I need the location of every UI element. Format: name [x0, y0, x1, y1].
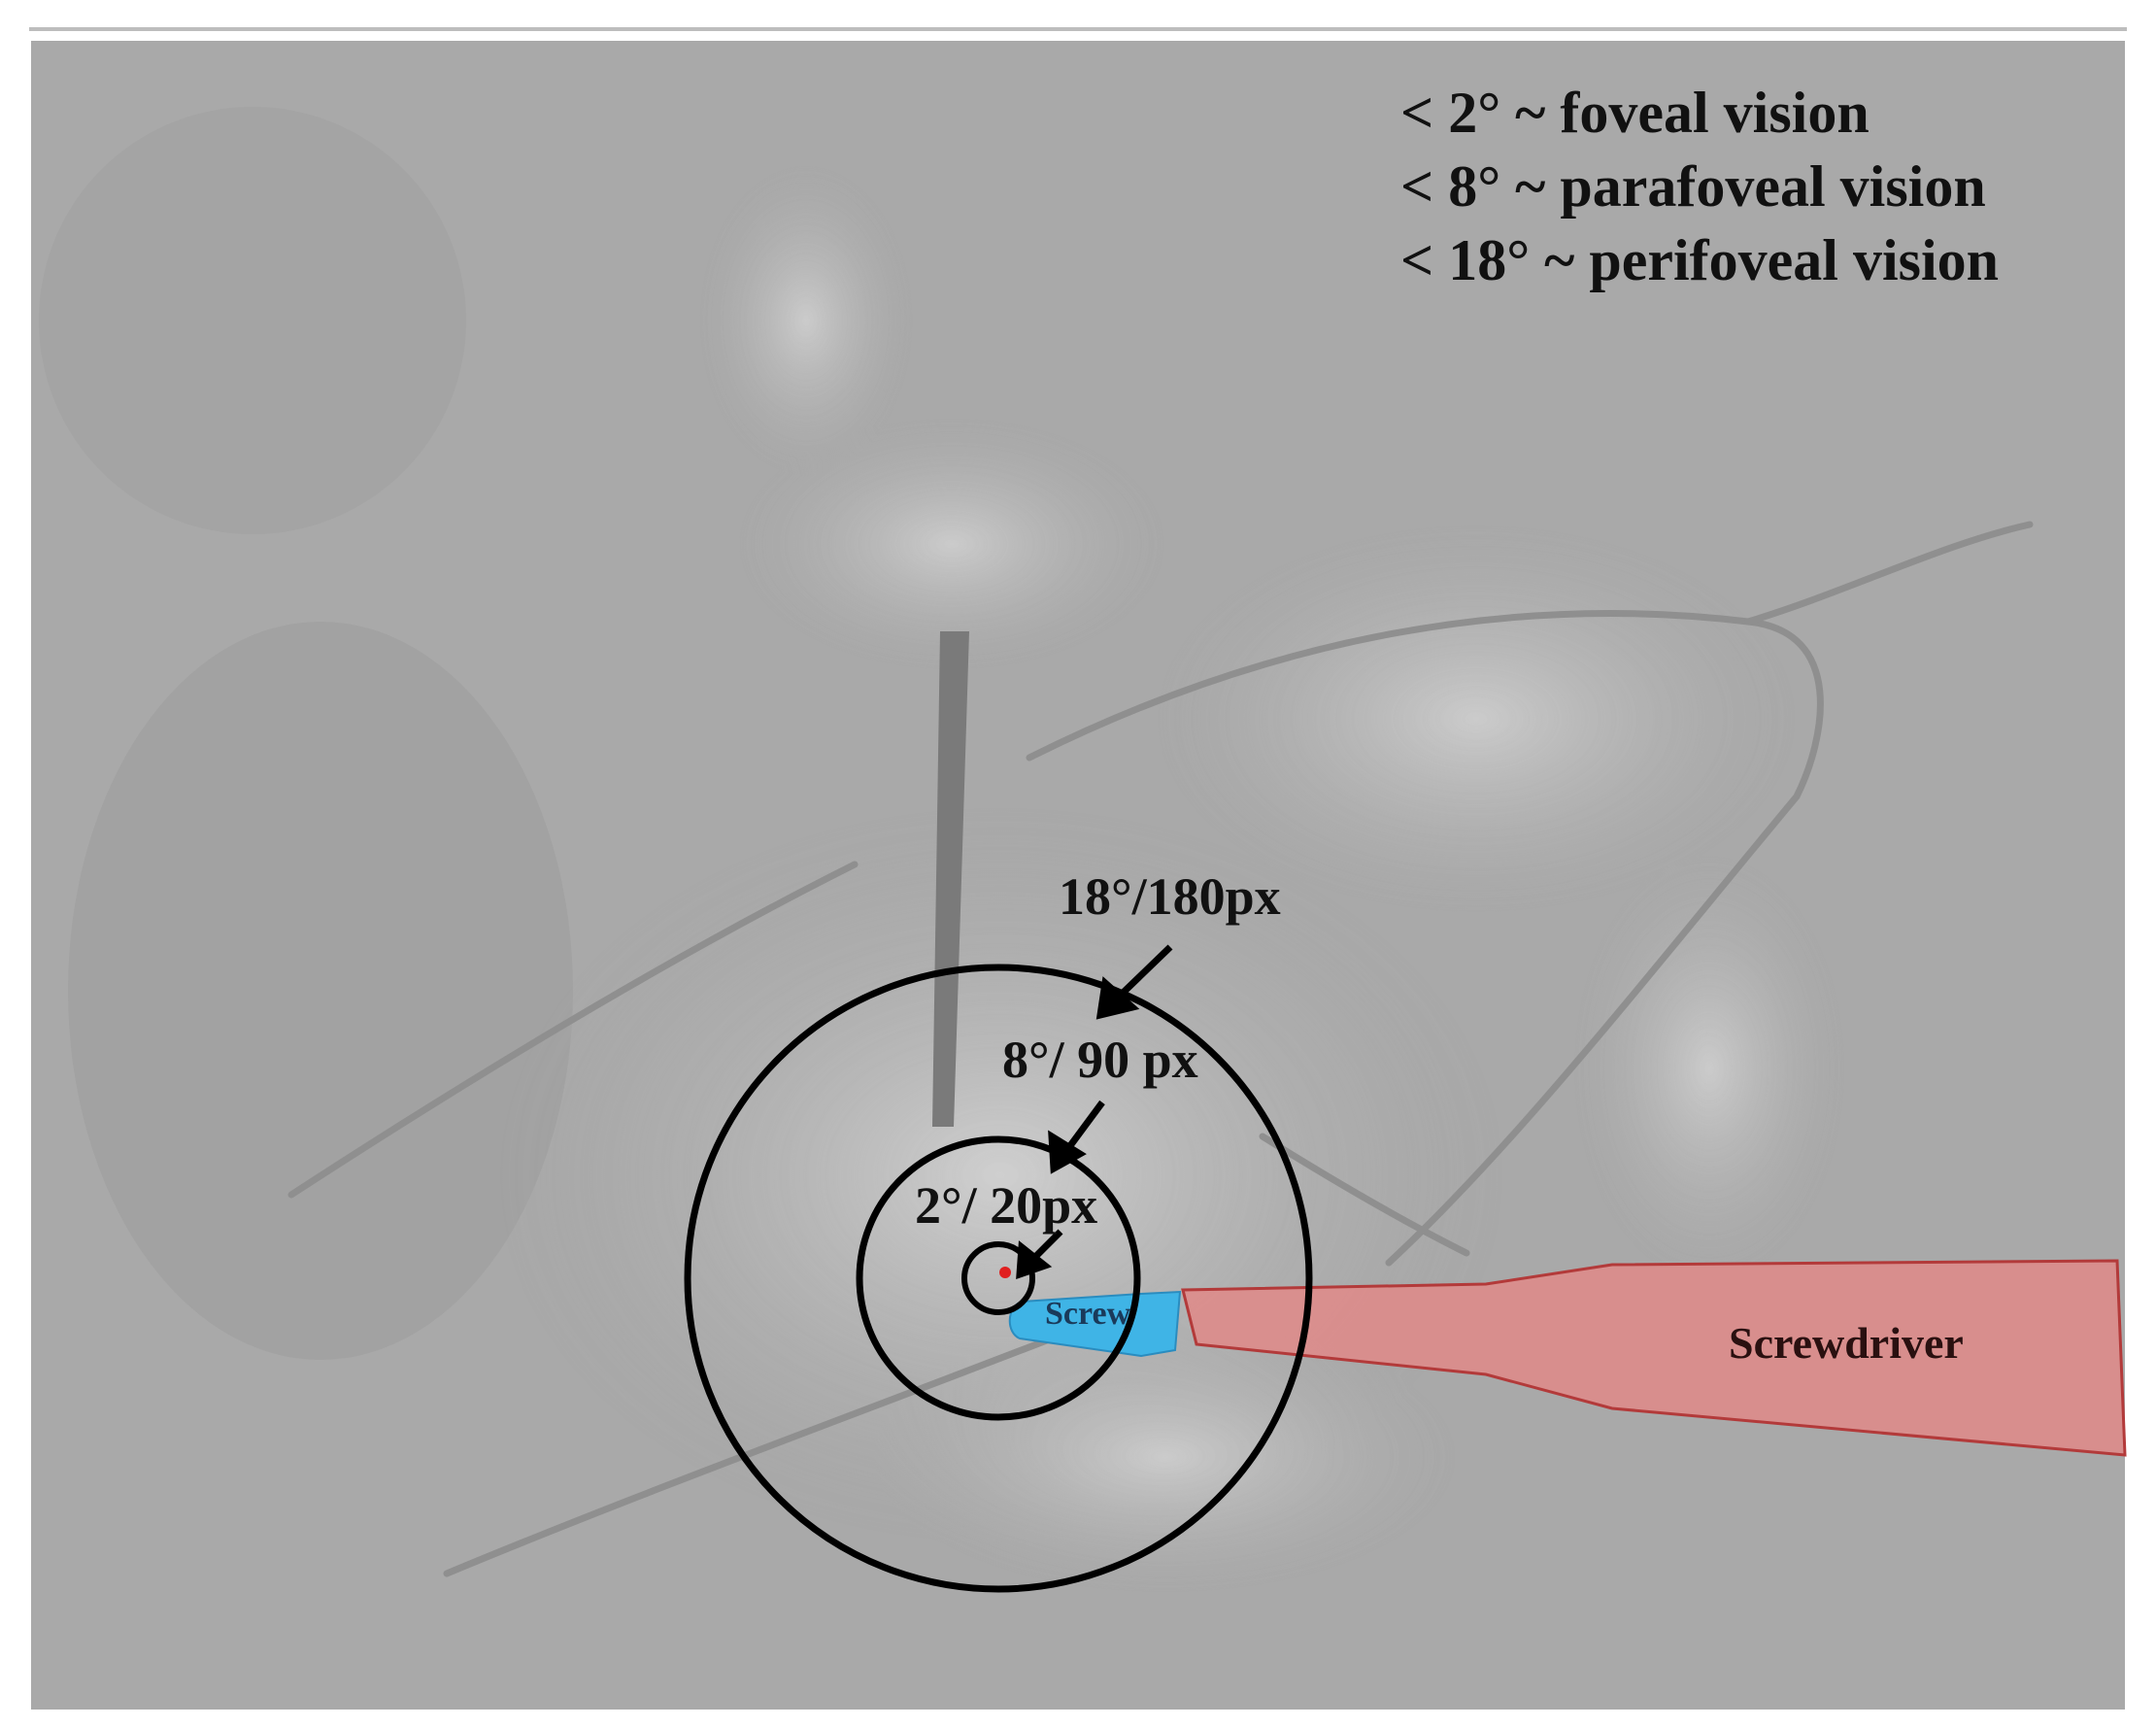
screwdriver-label: Screwdriver	[1729, 1318, 1964, 1368]
legend-parafoveal: < 8° ~ parafoveal vision	[1400, 154, 1986, 219]
ring-label-18-degree: 18°/180px	[1059, 867, 1281, 926]
ring-label-8-degree: 8°/ 90 px	[1002, 1031, 1198, 1089]
gaze-point	[999, 1267, 1011, 1278]
ring-pointer-arrows	[1016, 944, 1173, 1280]
screw-label: Screw	[1045, 1296, 1131, 1332]
ring-8-degree	[856, 1135, 1141, 1421]
screwdriver-shape	[1181, 1259, 2127, 1457]
arrowhead-8-degree	[1048, 1130, 1087, 1174]
photo-shading	[39, 107, 1845, 1593]
vertical-instrument-shaft	[932, 631, 969, 1127]
arrow-18-degree	[1112, 944, 1173, 1003]
ring-2-degree	[961, 1241, 1035, 1315]
legend-foveal: < 2° ~ foveal vision	[1400, 81, 1870, 145]
arrowhead-18-degree	[1095, 976, 1140, 1020]
arrowhead-2-degree	[1016, 1240, 1053, 1280]
legend-perifoveal: < 18° ~ perifoveal vision	[1400, 228, 2000, 292]
ring-label-2-degree: 2°/ 20px	[915, 1176, 1098, 1235]
arrow-8-degree	[1063, 1100, 1105, 1154]
ring-18-degree	[684, 964, 1313, 1593]
